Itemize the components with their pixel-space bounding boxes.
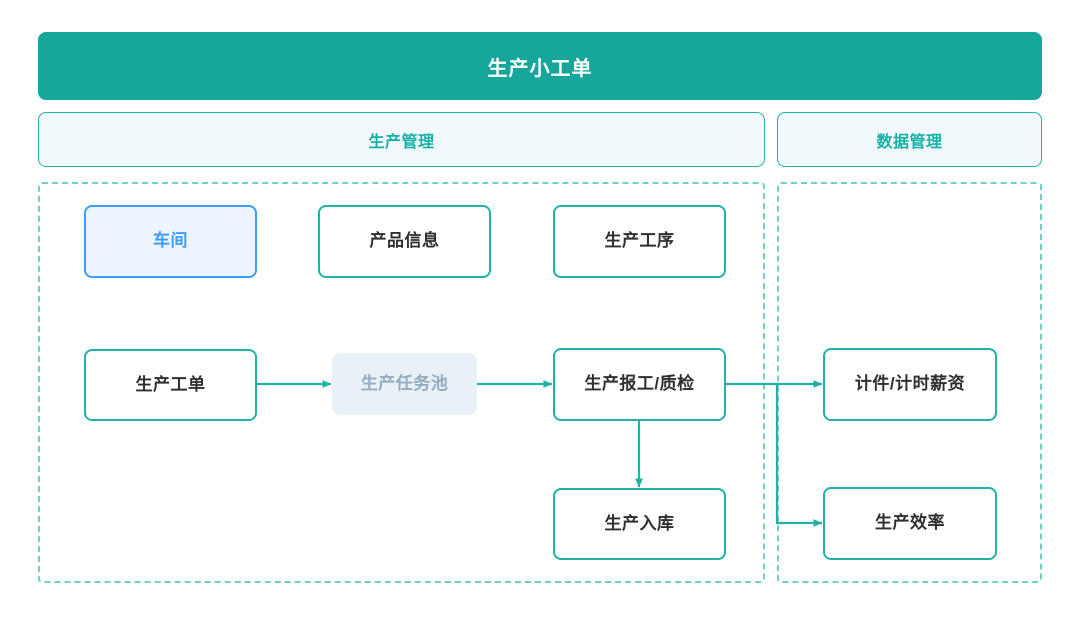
node-product-info[interactable]: 产品信息 (318, 205, 491, 278)
node-production-task-pool-label: 生产任务池 (360, 373, 449, 393)
page-title: 生产小工单 (487, 57, 593, 80)
section-header-production-label: 生产管理 (368, 133, 435, 151)
node-production-warehousing[interactable]: 生产入库 (553, 488, 726, 560)
group-container-production (38, 182, 765, 583)
node-production-work-order[interactable]: 生产工单 (84, 349, 257, 421)
node-production-task-pool[interactable]: 生产任务池 (332, 353, 477, 415)
node-production-process-label: 生产工序 (604, 231, 675, 251)
section-header-production: 生产管理 (38, 112, 765, 167)
node-production-warehousing-label: 生产入库 (604, 513, 675, 533)
node-piecework-hourly-salary[interactable]: 计件/计时薪资 (823, 348, 997, 421)
node-production-report-qc-label: 生产报工/质检 (584, 374, 695, 394)
diagram-header: 生产小工单 (38, 32, 1042, 100)
node-workshop[interactable]: 车间 (84, 205, 257, 278)
node-production-work-order-label: 生产工单 (135, 374, 206, 394)
node-production-process[interactable]: 生产工序 (553, 205, 726, 278)
section-header-data: 数据管理 (777, 112, 1042, 167)
node-production-report-qc[interactable]: 生产报工/质检 (553, 348, 726, 421)
node-piecework-hourly-salary-label: 计件/计时薪资 (854, 374, 966, 394)
node-production-efficiency[interactable]: 生产效率 (823, 487, 997, 560)
group-container-data (777, 182, 1042, 583)
node-workshop-label: 车间 (153, 231, 188, 251)
section-header-data-label: 数据管理 (876, 133, 943, 151)
node-product-info-label: 产品信息 (369, 231, 440, 251)
node-production-efficiency-label: 生产效率 (875, 513, 945, 533)
